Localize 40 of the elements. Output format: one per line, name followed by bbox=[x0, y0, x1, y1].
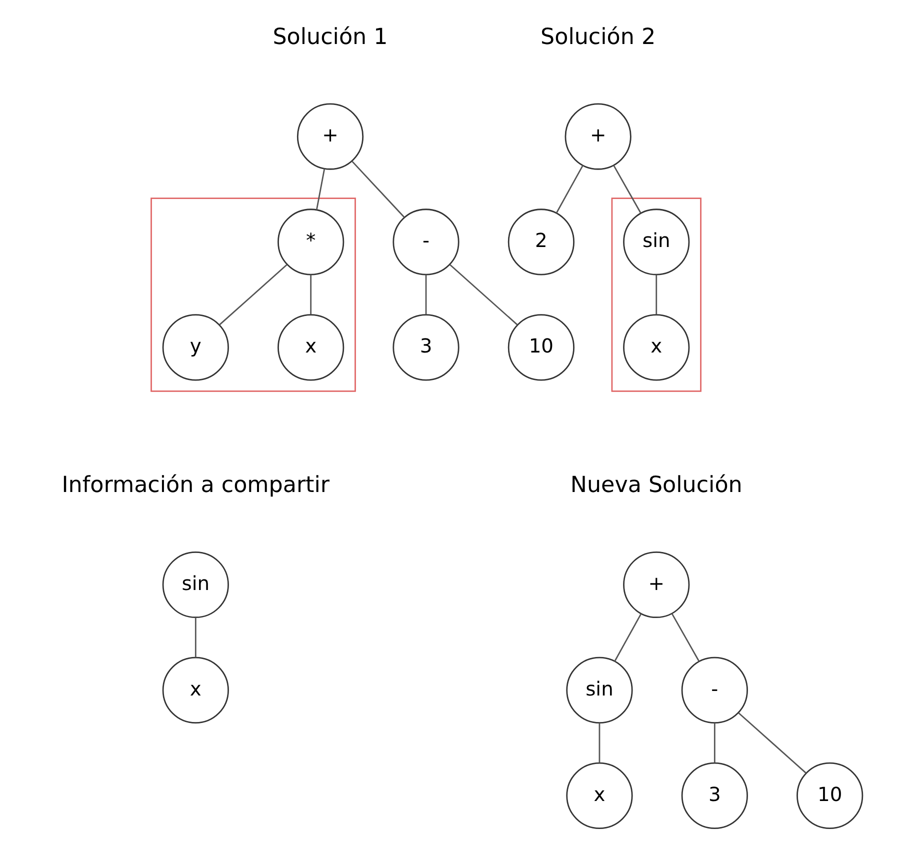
node-circle: sin bbox=[566, 656, 632, 724]
connector bbox=[424, 274, 426, 315]
label: Nueva Solución bbox=[570, 472, 742, 498]
label: Solución 2 bbox=[540, 24, 656, 50]
node-circle: 3 bbox=[680, 762, 748, 829]
node-circle: * bbox=[277, 208, 344, 276]
node-circle: 3 bbox=[392, 314, 459, 381]
connector bbox=[555, 165, 583, 214]
connector bbox=[218, 264, 287, 326]
cluster bbox=[150, 198, 356, 392]
node-circle: - bbox=[680, 656, 748, 724]
connector bbox=[738, 712, 806, 774]
node-circle: x bbox=[162, 656, 228, 724]
node-circle: 10 bbox=[796, 762, 863, 829]
connector bbox=[315, 168, 325, 210]
connector bbox=[194, 618, 196, 658]
connector bbox=[350, 160, 404, 218]
node-circle: + bbox=[564, 103, 631, 170]
connector bbox=[598, 722, 600, 763]
connector bbox=[713, 722, 715, 763]
node-circle: x bbox=[622, 314, 690, 381]
node-circle: + bbox=[296, 103, 364, 170]
cluster bbox=[610, 198, 701, 392]
connector bbox=[670, 613, 700, 662]
node-circle: sin bbox=[162, 551, 228, 618]
connector bbox=[612, 165, 641, 214]
connector bbox=[655, 274, 657, 315]
connector bbox=[448, 264, 518, 326]
node-circle: 2 bbox=[507, 208, 574, 276]
node-circle: - bbox=[392, 208, 459, 276]
node-circle: x bbox=[566, 762, 632, 829]
node-circle: x bbox=[277, 314, 344, 381]
label: Solución 1 bbox=[272, 24, 388, 50]
label: Información a compartir bbox=[61, 472, 330, 498]
node-circle: sin bbox=[622, 208, 690, 276]
node-circle: + bbox=[622, 551, 690, 618]
connector bbox=[614, 613, 642, 662]
node-circle: y bbox=[162, 314, 228, 381]
node-circle: 10 bbox=[507, 314, 574, 381]
connector bbox=[310, 274, 312, 315]
